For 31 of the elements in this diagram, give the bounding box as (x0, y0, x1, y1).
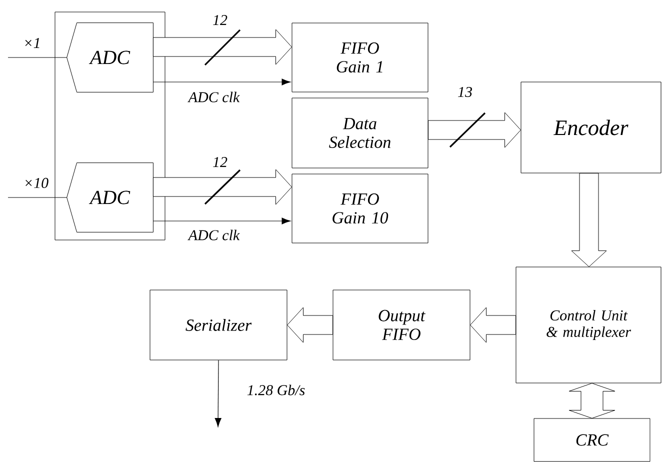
bus-arrow (152, 169, 292, 205)
arrow (152, 78, 291, 86)
edge-label: 12 (213, 15, 228, 25)
edge-label: ADC clk (188, 230, 240, 240)
edge-label: ×1 (25, 38, 40, 48)
block-box: Data Selection (292, 98, 428, 168)
signal-line (8, 57, 68, 58)
block-box: FIFO Gain 1 (292, 22, 428, 92)
block-box: Encoder (520, 82, 662, 174)
block-box: FIFO Gain 10 (292, 174, 428, 244)
block-box: Control Unit & multiplexer (516, 266, 662, 384)
bus-arrow (568, 383, 616, 418)
bus-arrow (470, 307, 516, 343)
signal-line (8, 197, 68, 198)
block-box: Serializer (150, 290, 288, 360)
bus-arrow (428, 112, 521, 148)
block-box: Output FIFO (332, 290, 470, 360)
adc-block: ADC (66, 162, 154, 232)
edge-label: ×10 (26, 178, 48, 188)
arrow (214, 360, 222, 427)
edge-label: 13 (458, 86, 472, 98)
edge-label: 1.28 Gb/s (247, 384, 305, 396)
bus-arrow (152, 29, 292, 65)
arrow (152, 218, 291, 224)
adc-block: ADC (66, 22, 154, 92)
module-frame (54, 12, 166, 240)
block-box: CRC (534, 418, 650, 462)
bus-arrow (287, 307, 333, 343)
edge-label: ADC clk (188, 92, 240, 102)
bus-arrow (571, 173, 607, 267)
edge-label: 12 (213, 157, 228, 167)
